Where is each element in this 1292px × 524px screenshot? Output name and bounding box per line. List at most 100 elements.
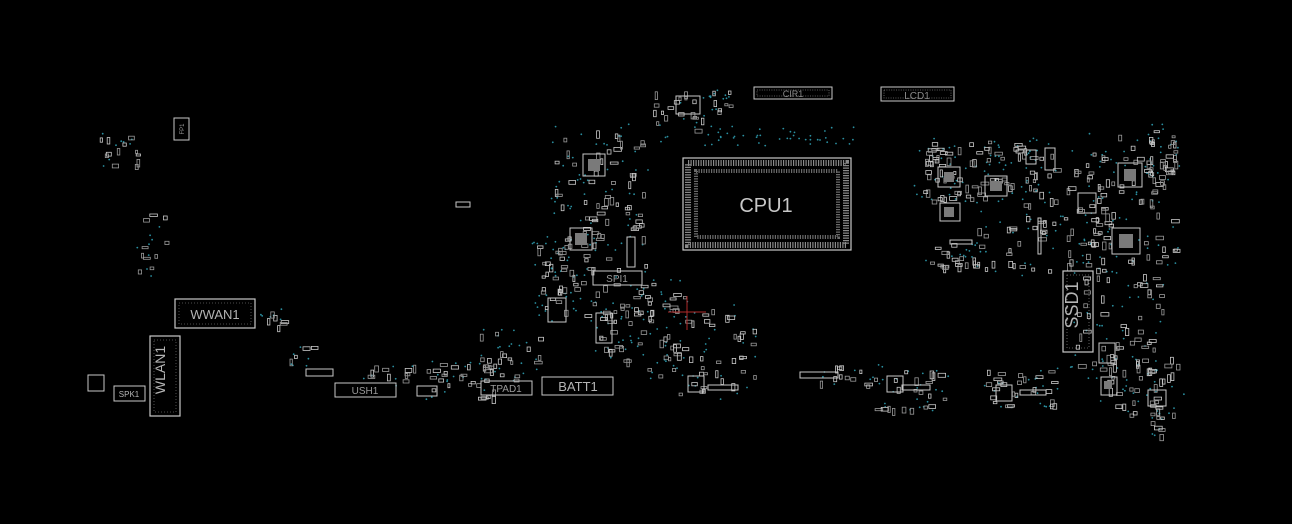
via: [510, 343, 513, 345]
smd-pad: [1051, 381, 1059, 384]
cpu-component[interactable]: CPU1: [682, 157, 852, 251]
smd-pad: [737, 335, 742, 342]
smd-pad: [609, 197, 615, 206]
touchpad-connector[interactable]: TPAD1: [480, 380, 533, 396]
smd-pad: [901, 406, 907, 414]
smd-pad: [1134, 337, 1142, 342]
via: [1029, 263, 1032, 266]
smd-pad: [971, 185, 979, 189]
spi-chip[interactable]: SPI1: [592, 270, 643, 286]
smd-pad: [266, 318, 271, 326]
usb-connector[interactable]: USH1: [334, 382, 397, 398]
smd-pad: [669, 297, 677, 301]
smd-pad: [640, 284, 649, 289]
via: [158, 226, 161, 228]
battery-connector[interactable]: BATT1: [541, 376, 614, 396]
wwan-slot[interactable]: WWAN1: [174, 298, 256, 329]
via: [742, 134, 745, 137]
via: [562, 164, 565, 167]
via: [129, 143, 132, 145]
via: [1084, 214, 1087, 217]
smd-pad: [623, 359, 632, 363]
via: [622, 339, 624, 341]
speaker-connector[interactable]: SPK1: [113, 385, 146, 402]
via: [1039, 402, 1042, 405]
smd-pad: [925, 380, 933, 384]
lcd-connector[interactable]: LCD1: [880, 86, 955, 102]
smd-pad: [1122, 369, 1127, 378]
smd-pad: [704, 319, 711, 324]
smd-pad: [1155, 303, 1161, 309]
via: [1146, 394, 1148, 396]
smd-pad: [1140, 198, 1145, 205]
via: [611, 188, 613, 191]
via: [606, 168, 609, 171]
smd-pad: [733, 333, 737, 340]
smd-pad: [1093, 228, 1097, 234]
smd-pad: [609, 161, 619, 165]
via: [646, 310, 649, 313]
via: [636, 345, 639, 348]
via: [1152, 164, 1155, 167]
via: [1123, 150, 1125, 153]
smd-pad: [896, 386, 901, 394]
smd-pad: [402, 379, 410, 384]
smd-pad: [1047, 173, 1052, 179]
smd-pad: [1106, 277, 1110, 284]
smd-pad: [1173, 158, 1177, 163]
smd-pad: [558, 289, 563, 296]
via: [583, 274, 586, 276]
smd-pad: [632, 225, 638, 230]
via: [1086, 221, 1088, 224]
smd-pad: [470, 380, 476, 385]
via: [500, 328, 503, 331]
via: [535, 358, 537, 361]
via: [989, 154, 992, 157]
smd-pad: [480, 357, 485, 363]
smd-pad: [105, 151, 112, 157]
via: [614, 249, 617, 251]
smd-pad: [1152, 189, 1159, 194]
via: [590, 222, 592, 225]
via: [1159, 320, 1162, 323]
fingerprint-connector[interactable]: FP1: [173, 117, 190, 141]
via: [122, 141, 125, 143]
via: [499, 345, 501, 348]
via: [665, 360, 667, 363]
ssd-slot[interactable]: SSD1: [1062, 270, 1094, 353]
via: [1098, 166, 1101, 168]
smd-pad: [1156, 284, 1164, 288]
via: [617, 341, 620, 344]
smd-pad: [700, 356, 704, 362]
smd-pad: [1170, 372, 1175, 381]
via: [1025, 213, 1028, 216]
via: [965, 248, 968, 251]
smd-pad: [1074, 170, 1082, 174]
via: [150, 275, 153, 277]
via: [664, 344, 667, 347]
smd-pad: [1094, 242, 1099, 247]
cir-connector[interactable]: CIR1: [753, 86, 833, 100]
smd-pad: [965, 184, 969, 194]
via: [1071, 150, 1074, 152]
via: [789, 130, 792, 133]
smd-pad: [554, 160, 560, 165]
via: [1059, 223, 1062, 226]
via: [798, 137, 800, 140]
via: [925, 259, 927, 262]
smd-pad: [1110, 359, 1117, 365]
via: [596, 326, 598, 329]
smd-pad: [431, 388, 437, 393]
via: [1155, 360, 1157, 362]
via: [579, 219, 582, 222]
via: [299, 346, 302, 348]
via: [1073, 272, 1076, 274]
smd-pad: [949, 196, 958, 201]
via: [1177, 247, 1179, 249]
via: [964, 200, 967, 203]
wlan-slot[interactable]: WLAN1: [149, 335, 181, 417]
smd-pad: [676, 352, 682, 361]
smd-pad: [951, 257, 959, 262]
via: [480, 354, 483, 357]
